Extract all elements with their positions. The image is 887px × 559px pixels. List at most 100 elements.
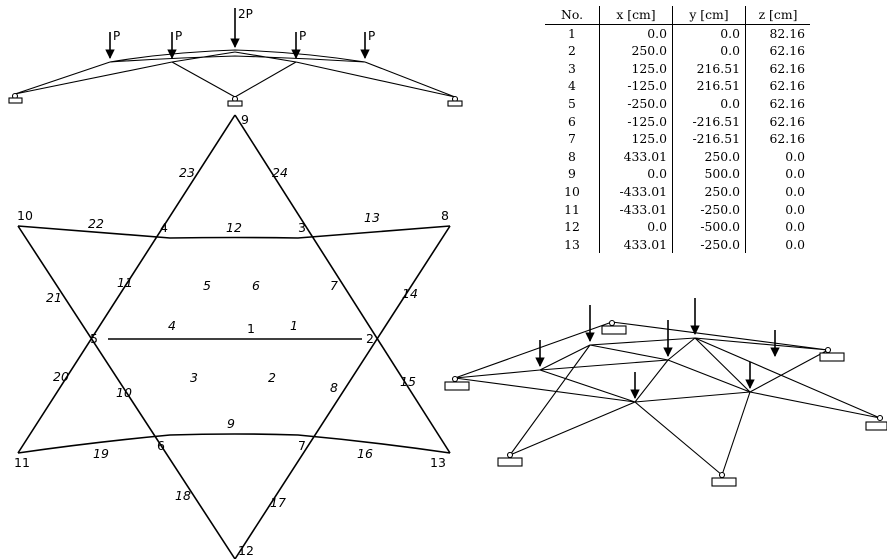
cell-y: -250.0	[672, 200, 746, 219]
cell-no: 13	[564, 236, 580, 252]
member-label: 14	[402, 286, 418, 301]
node-label: 6	[157, 438, 165, 453]
load-arrows	[105, 8, 370, 59]
member-label: 21	[46, 290, 62, 305]
member-label: 16	[357, 446, 373, 461]
member-label: 1	[290, 318, 298, 333]
member-label: 11	[117, 275, 133, 290]
member-label: 5	[203, 278, 211, 293]
member-label: 22	[88, 216, 104, 231]
elevation-view: P P 2P P P	[8, 7, 463, 107]
cell-x: 433.01	[599, 235, 673, 254]
cell-no: 4	[568, 78, 576, 94]
cell-x: 125.0	[599, 59, 673, 78]
member-label: 10	[116, 385, 132, 400]
node-label: 10	[17, 208, 33, 223]
cell-z: 62.16	[745, 130, 810, 148]
load-label: P	[368, 29, 375, 43]
perspective-view	[444, 298, 887, 487]
cell-x: 250.0	[599, 42, 673, 60]
member-labels: 1 2 3 4 5 6 7 8 9 10 11 12 13 14 15 16 1…	[46, 165, 418, 510]
header-y: y [cm]	[672, 6, 746, 25]
cell-y: -216.51	[672, 130, 746, 148]
member-label: 2	[268, 370, 276, 385]
cell-y: 216.51	[672, 77, 746, 95]
cell-y: -250.0	[672, 235, 746, 254]
member-label: 19	[93, 446, 109, 461]
plan-view	[17, 114, 451, 559]
load-label: 2P	[238, 7, 253, 21]
cell-z: 82.16	[745, 24, 810, 43]
support-right	[447, 95, 463, 107]
cell-x: 0.0	[599, 24, 673, 43]
cell-no: 8	[568, 148, 576, 164]
member-label: 3	[190, 370, 198, 385]
cell-y: 250.0	[672, 182, 746, 201]
support-center	[227, 95, 243, 107]
cell-z: 0.0	[745, 147, 810, 166]
cell-z: 0.0	[745, 235, 810, 254]
node-label: 8	[441, 208, 449, 223]
cell-y: 0.0	[672, 94, 746, 113]
node-label: 2	[366, 331, 374, 346]
member-label: 6	[252, 278, 260, 293]
cell-y: 0.0	[672, 42, 746, 60]
node-label: 4	[160, 220, 168, 235]
node-label: 9	[241, 112, 249, 127]
cell-x: -125.0	[599, 112, 673, 131]
cell-z: 0.0	[745, 200, 810, 219]
cell-y: -500.0	[672, 218, 746, 236]
header-z: z [cm]	[745, 6, 810, 25]
cell-z: 62.16	[745, 42, 810, 60]
member-label: 24	[272, 165, 288, 180]
member-label: 4	[168, 318, 176, 333]
perspective-load-arrows	[535, 298, 780, 399]
cell-x: -433.01	[599, 182, 673, 201]
cell-no: 11	[564, 201, 580, 217]
header-x: x [cm]	[599, 6, 673, 25]
cell-z: 0.0	[745, 218, 810, 236]
cell-no: 3	[568, 60, 576, 76]
cell-x: 0.0	[599, 165, 673, 183]
cell-x: -433.01	[599, 200, 673, 219]
node-labels: 1 2 3 4 5 6 7 8 9 10 11 12 13	[14, 112, 449, 558]
node-label: 12	[238, 543, 254, 558]
cell-y: 250.0	[672, 147, 746, 166]
cell-x: -125.0	[599, 77, 673, 95]
cell-z: 0.0	[745, 182, 810, 201]
cell-no: 10	[564, 183, 580, 199]
member-label: 12	[226, 220, 242, 235]
load-label: P	[299, 29, 306, 43]
member-label: 8	[330, 380, 338, 395]
member-label: 7	[330, 278, 338, 293]
node-label: 7	[298, 438, 306, 453]
cell-y: -216.51	[672, 112, 746, 131]
cell-no: 7	[568, 131, 576, 147]
member-label: 23	[179, 165, 195, 180]
cell-no: 2	[568, 43, 576, 59]
cell-x: 125.0	[599, 130, 673, 148]
cell-no: 12	[564, 219, 580, 235]
node-label: 3	[298, 220, 306, 235]
support-left	[8, 92, 23, 104]
cell-z: 62.16	[745, 112, 810, 131]
cell-z: 0.0	[745, 165, 810, 183]
cell-x: 433.01	[599, 147, 673, 166]
perspective-supports	[444, 319, 887, 487]
node-label: 5	[90, 331, 98, 346]
cell-no: 9	[568, 166, 576, 182]
node-label: 1	[247, 321, 255, 336]
table-header-row: No. x [cm] y [cm] z [cm]	[545, 6, 810, 25]
cell-y: 500.0	[672, 165, 746, 183]
cell-x: -250.0	[599, 94, 673, 113]
